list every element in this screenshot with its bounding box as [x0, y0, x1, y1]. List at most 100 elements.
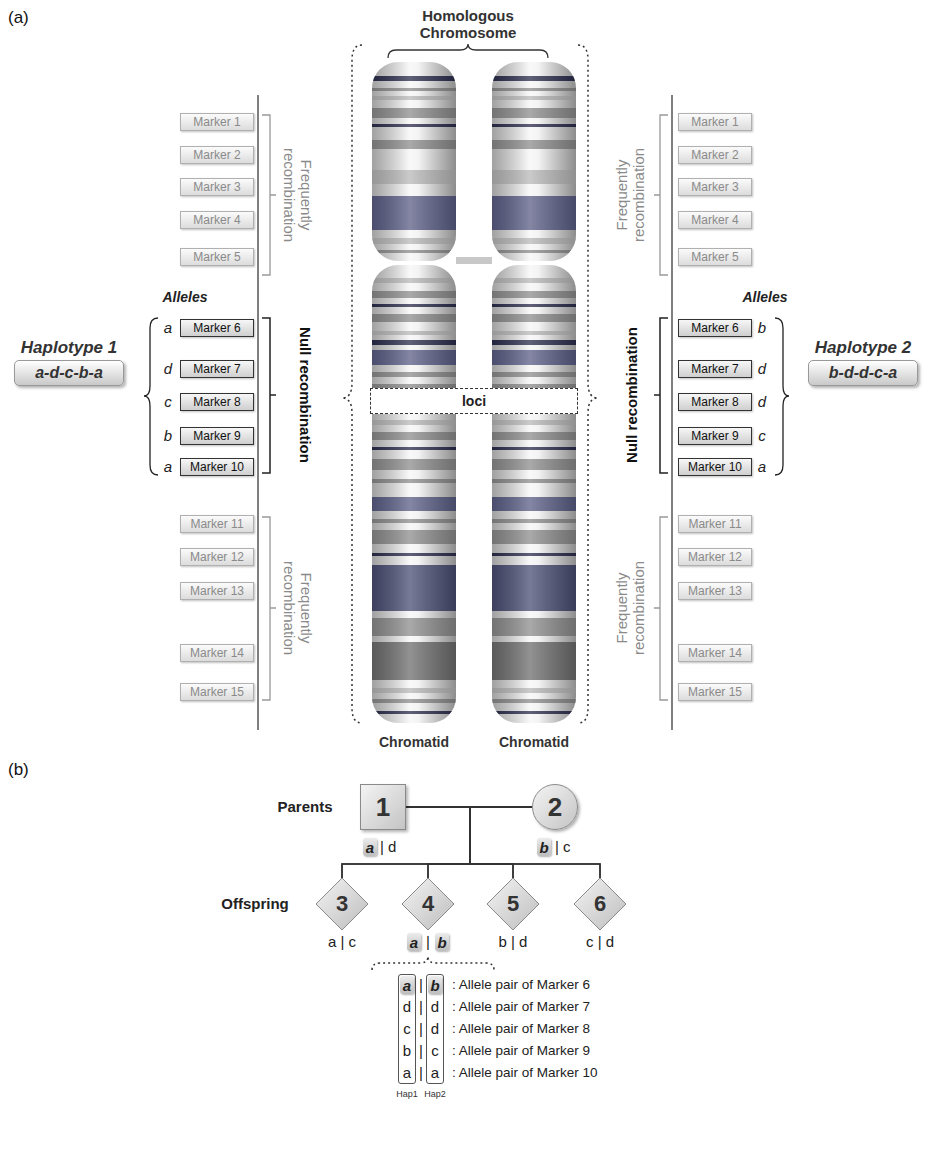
diamond-shape	[402, 878, 454, 930]
node-text: 6	[594, 891, 606, 917]
node-text: Marker 14	[688, 646, 742, 660]
marker-box: Marker 8	[180, 393, 254, 411]
marker-box: Marker 1	[678, 113, 752, 131]
allele-highlight: b	[435, 933, 449, 951]
node-text: Marker 2	[691, 148, 738, 162]
marker-box: Marker 7	[180, 360, 254, 378]
allele-letter: d	[427, 996, 443, 1018]
node-text: Marker 8	[193, 395, 240, 409]
marker-box: Marker 15	[180, 683, 254, 701]
marker-box: Marker 11	[678, 515, 752, 533]
node-text: 4	[422, 891, 434, 917]
node-text: Marker 9	[193, 429, 240, 443]
separator: |	[426, 933, 430, 950]
allele-letter: d	[164, 360, 172, 377]
node-text: a	[366, 839, 374, 856]
allele-letter: a	[164, 458, 172, 475]
allele-brace	[775, 318, 789, 475]
marker-box: Marker 4	[180, 211, 254, 229]
allele-pair-note: : Allele pair of Marker 9	[452, 1043, 590, 1059]
region-label: Frequently recombination	[281, 553, 316, 663]
node-text: 1	[376, 792, 390, 823]
allele-highlight: a	[407, 933, 421, 951]
marker-axis	[257, 95, 259, 730]
node-text: Marker 2	[193, 148, 240, 162]
node-text: 2	[548, 792, 562, 823]
region-label: Frequently recombination	[613, 140, 648, 250]
node-text: Marker 1	[193, 115, 240, 129]
node-text: Marker 5	[691, 250, 738, 264]
node-text: Marker 4	[193, 213, 240, 227]
marker-box: Marker 10	[180, 458, 254, 476]
allele-highlight: a	[400, 976, 414, 994]
female-circle: 2	[532, 784, 578, 830]
marker-box: Marker 11	[180, 515, 254, 533]
loci-box: loci	[370, 388, 578, 414]
marker-box: Marker 6	[180, 319, 254, 337]
chromatid-label: Chromatid	[379, 734, 449, 750]
node-text: Marker 15	[190, 685, 244, 699]
region-label: Frequently recombination	[613, 553, 648, 663]
marker-box: Marker 1	[180, 113, 254, 131]
marker-box: Marker 6	[678, 319, 752, 337]
node-text: Marker 13	[688, 584, 742, 598]
marker-box: Marker 3	[180, 178, 254, 196]
genotype-text: a | c	[328, 933, 356, 950]
male-square: 1	[360, 784, 406, 830]
offspring-diamond: 4	[402, 878, 454, 930]
allele-letter: a	[164, 319, 172, 336]
allele-letter: b	[399, 1040, 415, 1062]
node-text: a-d-c-b-a	[35, 364, 103, 382]
node-text: Marker 3	[193, 180, 240, 194]
marker-box: Marker 14	[180, 644, 254, 662]
allele-letter: c	[399, 1018, 415, 1040]
haplotype-box: Haplotype 1a-d-c-b-a	[14, 360, 124, 386]
marker-box: Marker 8	[678, 393, 752, 411]
node-text: Marker 7	[193, 362, 240, 376]
haplotype-column: dcbaa	[398, 974, 416, 1084]
marker-box: Marker 5	[180, 248, 254, 266]
node-text: Marker 6	[691, 321, 738, 335]
node-text: a	[410, 934, 418, 951]
pedigree-line	[406, 807, 470, 878]
diamond-shape	[316, 878, 368, 930]
alleles-heading: Alleles	[742, 289, 787, 305]
allele-letter: c	[427, 1040, 443, 1062]
node-text: Marker 12	[190, 550, 244, 564]
pedigree-line	[406, 807, 513, 878]
allele-text: | c	[555, 838, 571, 855]
dotted-brace	[342, 45, 362, 723]
region-bracket	[654, 517, 668, 700]
marker-box: Marker 3	[678, 178, 752, 196]
separator: |	[419, 1042, 423, 1059]
allele-pair-note: : Allele pair of Marker 10	[452, 1065, 598, 1081]
node-text: Marker 3	[691, 180, 738, 194]
marker-box: Marker 2	[180, 146, 254, 164]
haplotype-tag: Hap2	[424, 1089, 446, 1099]
node-text: b-d-d-c-a	[829, 364, 897, 382]
node-text: loci	[462, 393, 486, 409]
region-label: Null recombination	[623, 327, 640, 463]
panel-label: (b)	[8, 760, 29, 780]
node-text: Marker 7	[691, 362, 738, 376]
allele-letter: d	[399, 996, 415, 1018]
allele-brace	[144, 318, 158, 475]
haplotype-heading: Haplotype 1	[21, 338, 117, 358]
node-text: b	[539, 839, 548, 856]
row-heading: Parents	[277, 798, 332, 815]
node-text: Marker 4	[691, 213, 738, 227]
allele-letter: a	[427, 1062, 443, 1084]
allele-letter: d	[758, 360, 766, 377]
node-text: a	[403, 977, 411, 994]
marker-box: Marker 7	[678, 360, 752, 378]
marker-box: Marker 10	[678, 458, 752, 476]
haplotype-column: ddcab	[426, 974, 444, 1084]
marker-box: Marker 12	[180, 548, 254, 566]
allele-pair-note: : Allele pair of Marker 6	[452, 977, 590, 993]
separator: |	[419, 998, 423, 1015]
pedigree-line	[428, 807, 532, 878]
region-bracket	[262, 318, 276, 473]
node-text: Marker 14	[190, 646, 244, 660]
region-bracket	[262, 517, 276, 700]
